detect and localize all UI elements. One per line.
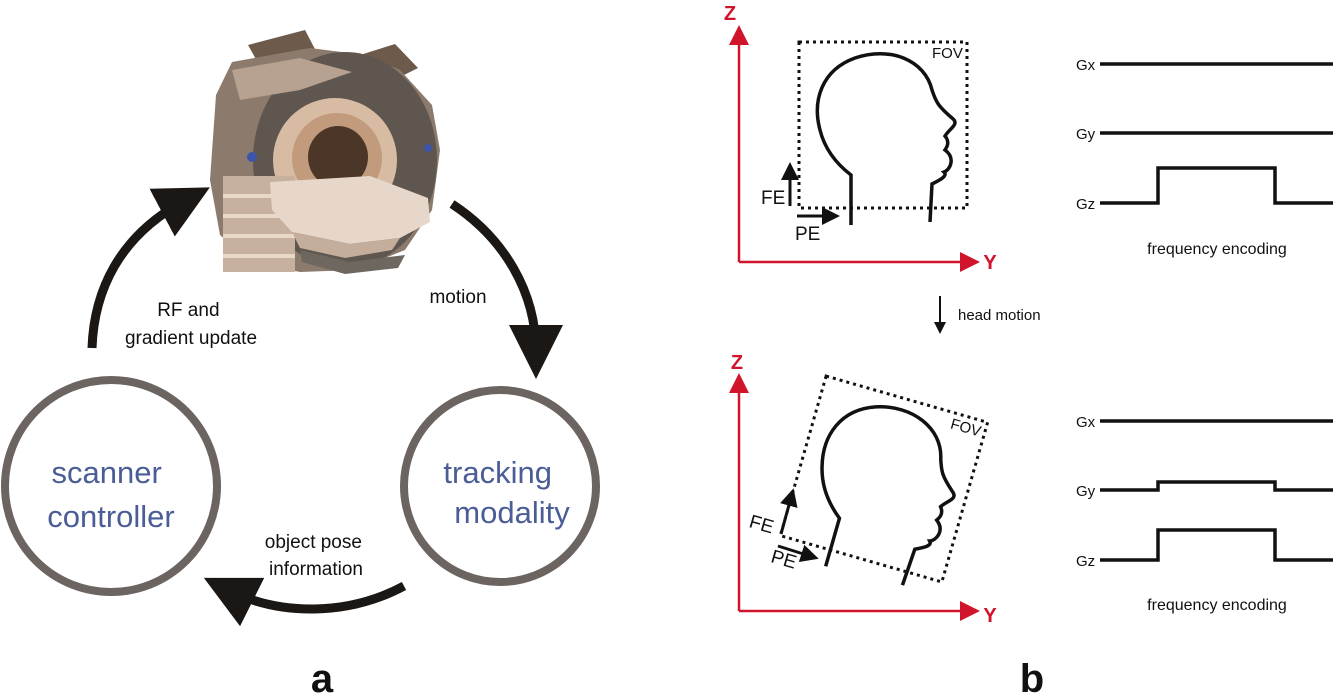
tracking-modality-circle <box>400 386 600 586</box>
top-fe-label: FE <box>761 188 785 209</box>
bottom-encoding-label: frequency encoding <box>1147 597 1287 614</box>
bottom-fe-arrow <box>779 488 798 535</box>
top-z-axis-label: Z <box>724 3 736 25</box>
top-axes: Z Y <box>724 3 997 274</box>
bottom-fe-label: FE <box>747 512 776 539</box>
top-gz-label: Gz <box>1076 196 1095 213</box>
top-gx-label: Gx <box>1076 57 1096 74</box>
top-head-profile <box>815 52 957 225</box>
bottom-gz-waveform <box>1100 528 1333 562</box>
update-arrow <box>87 187 210 349</box>
top-pe-label: PE <box>795 224 820 245</box>
bottom-head-profile <box>820 405 956 586</box>
update-label: RF and gradient update <box>125 300 257 349</box>
bottom-fov-box <box>778 374 990 584</box>
bottom-gy-label: Gy <box>1076 483 1096 500</box>
motion-arrow <box>449 200 563 379</box>
panel-b: Z Y FOV FE PE head motion Z Y FOV FE P <box>724 3 1333 696</box>
panel-b-letter: b <box>1020 657 1044 696</box>
scanner-controller-label: scanner controller <box>47 455 175 534</box>
head-motion-label: head motion <box>958 307 1041 324</box>
top-fov-label: FOV <box>932 45 963 62</box>
pose-arrow <box>203 577 407 627</box>
top-y-axis-label: Y <box>983 252 997 274</box>
panel-a-letter: a <box>311 657 334 696</box>
top-gz-waveform <box>1100 166 1333 205</box>
bottom-gz-label: Gz <box>1076 553 1095 570</box>
scanner-controller-circle <box>1 376 221 596</box>
top-encoding-label: frequency encoding <box>1147 241 1287 258</box>
bottom-z-axis-label: Z <box>731 352 743 374</box>
top-fov-box <box>797 40 969 210</box>
bottom-gy-waveform <box>1100 480 1333 492</box>
tracking-modality-label: tracking modality <box>443 455 570 530</box>
bottom-rotated-frame: FOV <box>778 374 990 586</box>
bottom-gradients: Gx Gy Gz frequency encoding <box>1076 414 1333 614</box>
bottom-y-axis-label: Y <box>983 605 997 627</box>
pose-label: object pose information <box>265 532 367 580</box>
bottom-gx-label: Gx <box>1076 414 1096 431</box>
bottom-axes: Z Y <box>729 352 997 627</box>
bottom-pe-arrow <box>777 544 819 562</box>
bottom-fov-label: FOV <box>948 416 982 441</box>
top-gradients: Gx Gy Gz frequency encoding <box>1076 57 1333 258</box>
motion-label: motion <box>429 287 486 308</box>
mri-scanner-illustration <box>210 30 440 274</box>
panel-a: scanner controller tracking modality RF … <box>1 30 600 696</box>
top-gy-label: Gy <box>1076 126 1096 143</box>
